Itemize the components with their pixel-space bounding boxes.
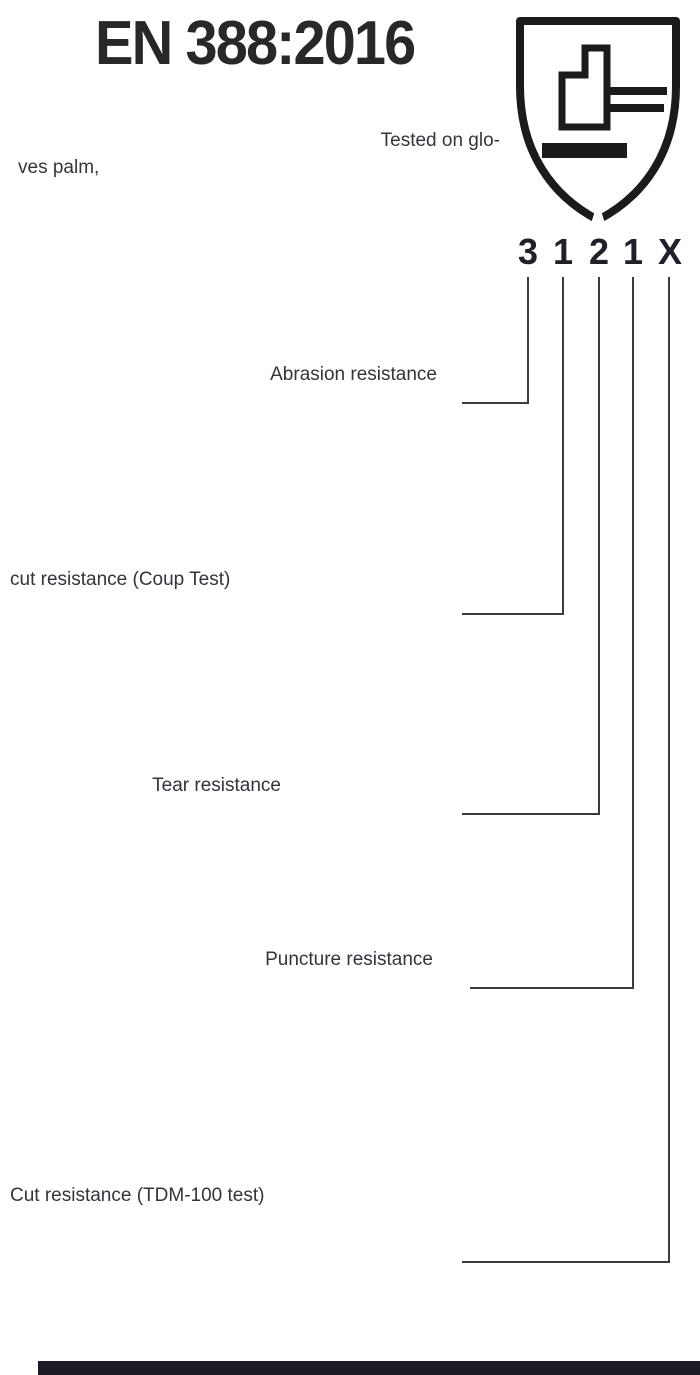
connector-horizontal-cut-coup [462, 613, 564, 615]
connector-vertical-cut-coup [562, 277, 564, 615]
label-tear-resistance: Tear resistance [152, 775, 281, 796]
tested-note-line1: Tested on glo- [380, 130, 500, 151]
connector-vertical-tear [598, 277, 600, 815]
clipped-next-section-edge [38, 1361, 700, 1375]
label-abrasion-resistance: Abrasion resistance [270, 364, 437, 385]
label-puncture-resistance: Puncture resistance [265, 949, 433, 970]
connector-vertical-cut-tdm [668, 277, 670, 1263]
connector-horizontal-tear [462, 813, 600, 815]
label-cut-resistance-coup: cut resistance (Coup Test) [10, 569, 231, 590]
connector-vertical-puncture [632, 277, 634, 989]
rating-digit-cut-tdm: X [657, 231, 683, 272]
en388-abrasion-shield-icon [516, 17, 680, 230]
page-title: EN 388:2016 [95, 9, 416, 78]
rating-digit-tear: 2 [588, 231, 610, 272]
connector-vertical-abrasion [527, 277, 529, 404]
rating-digit-abrasion: 3 [517, 231, 539, 272]
connector-horizontal-puncture [470, 987, 634, 989]
tested-note-line2: ves palm, [18, 157, 100, 178]
label-cut-resistance-tdm: Cut resistance (TDM-100 test) [10, 1185, 265, 1206]
rating-digit-puncture: 1 [622, 231, 644, 272]
connector-horizontal-cut-tdm [462, 1261, 670, 1263]
rating-digit-cut-coup: 1 [552, 231, 574, 272]
connector-horizontal-abrasion [462, 402, 529, 404]
